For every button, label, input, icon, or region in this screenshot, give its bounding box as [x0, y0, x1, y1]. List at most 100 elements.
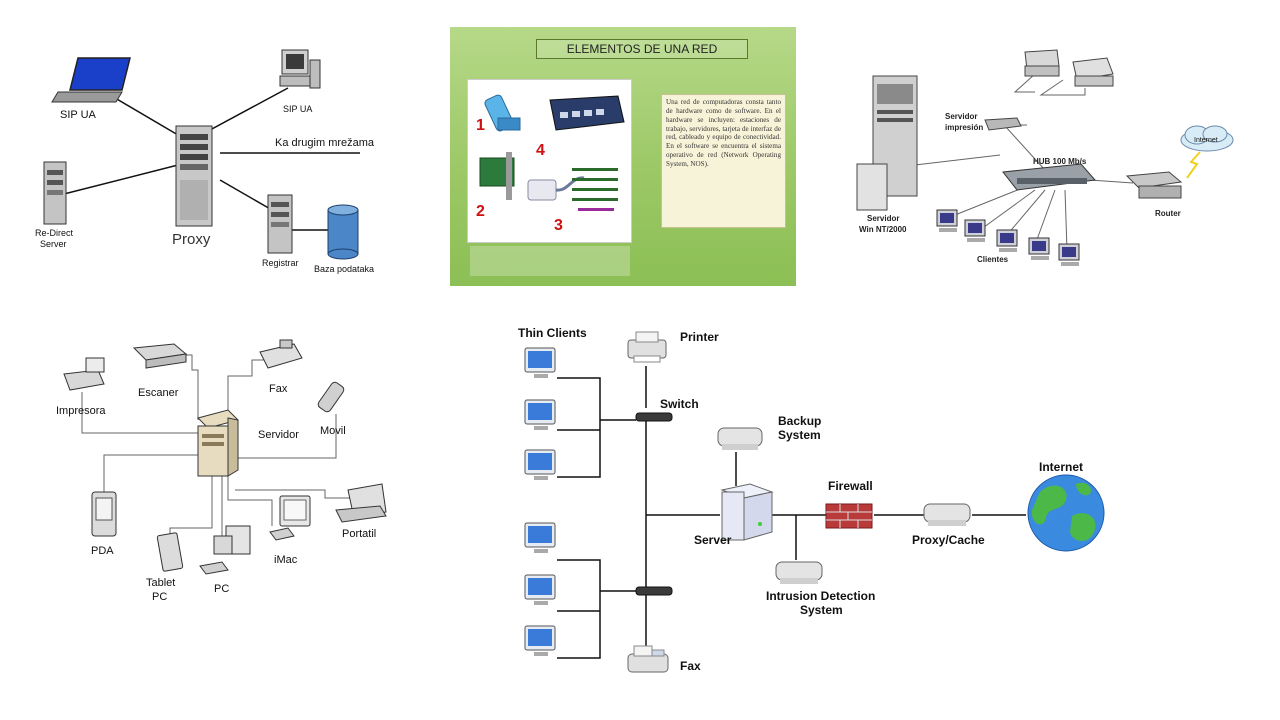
sip-ua-pc-label: SIP UA	[283, 104, 312, 114]
internet-globe-icon	[1027, 474, 1105, 552]
server-label: Servidor	[258, 429, 299, 441]
usb-adapter-icon	[484, 94, 521, 132]
hub-diagram-canvas: Servidor impresión Servidor Win NT/2000 …	[856, 49, 1234, 266]
client-pc-icon	[1058, 243, 1080, 266]
printer-icon-1	[1024, 49, 1060, 77]
mobile-label: Movil	[320, 425, 346, 437]
hub-network-diagram: Servidor impresión Servidor Win NT/2000 …	[845, 40, 1245, 280]
backup-system-icon	[717, 427, 763, 450]
printer-label: Impresora	[56, 405, 106, 417]
proxy-label: Proxy	[172, 231, 211, 248]
router-label: Router	[1155, 209, 1181, 218]
internet-label: Internet	[1194, 137, 1218, 144]
ids-icon	[775, 561, 823, 584]
switch-device-icon	[549, 95, 625, 131]
router-icon	[1125, 171, 1183, 199]
print-server-icon	[984, 117, 1022, 131]
server-tower-icon	[856, 75, 918, 211]
thin-client-monitor-icon	[524, 449, 556, 480]
pda-label: PDA	[91, 545, 114, 557]
star-diagram-canvas: Escaner Fax Impresora Servidor Movil PDA	[56, 339, 387, 603]
pda-icon	[91, 491, 117, 537]
print-server-label: Servidor impresión	[945, 112, 983, 132]
fax-icon	[259, 339, 303, 369]
ids-label: Intrusion Detection System	[766, 589, 879, 617]
printer-icon-2	[1072, 57, 1114, 87]
server-label: Server	[694, 533, 732, 547]
network-hardware-icons: 1 4 2 3	[476, 94, 625, 234]
fax-icon	[627, 645, 669, 673]
proxy-server-icon	[175, 125, 213, 227]
server-icon	[720, 483, 774, 541]
database-icon	[327, 204, 359, 260]
other-networks-label: Ka drugim mrežama	[275, 137, 375, 149]
server-icon	[197, 409, 239, 477]
laptop-label: Portatil	[342, 528, 376, 540]
client-pc-icon	[996, 229, 1018, 252]
fax-label: Fax	[680, 659, 701, 673]
sip-network-diagram: SIP UA SIP UA Ka drugim mrežama Re-Direc…	[30, 40, 380, 285]
sip-diagram-canvas: SIP UA SIP UA Ka drugim mrežama Re-Direc…	[35, 49, 375, 274]
client-pc-icons	[936, 209, 1080, 266]
fax-label: Fax	[269, 383, 288, 395]
printer-icon	[63, 357, 105, 391]
sip-ua-laptop-label: SIP UA	[60, 109, 97, 121]
firewall-icon	[825, 503, 873, 529]
registrar-label: Registrar	[262, 258, 299, 268]
registrar-server-icon	[267, 194, 293, 254]
sip-connection-lines	[59, 87, 360, 231]
switch-label: Switch	[660, 397, 699, 411]
server-label: Servidor Win NT/2000	[859, 214, 907, 234]
slide-number-2: 2	[476, 203, 485, 220]
imac-icon	[269, 495, 311, 541]
imac-label: iMac	[274, 554, 298, 566]
slide-number-3: 3	[554, 217, 563, 234]
database-label: Baza podataka	[314, 264, 374, 274]
internet-label: Internet	[1039, 460, 1083, 474]
pc-icon	[199, 525, 251, 575]
thin-client-monitor-icon	[524, 574, 556, 605]
firewall-label: Firewall	[828, 479, 873, 493]
proxy-cache-icon	[923, 503, 971, 526]
slide-photo-collage: 1 4 2 3	[467, 79, 632, 243]
slide-title: ELEMENTOS DE UNA RED	[536, 39, 748, 59]
sip-ua-pc-icon	[279, 49, 321, 89]
switch-icon	[635, 412, 673, 422]
slide-number-1: 1	[476, 117, 485, 134]
enterprise-diagram-canvas: Thin Clients Printer Switch Backup	[518, 326, 1105, 673]
redirect-server-icon	[43, 161, 67, 225]
client-pc-icon	[936, 209, 958, 232]
switch-icon-2	[635, 586, 673, 596]
network-card-icon	[479, 152, 515, 200]
hub-label: HUB 100 Mb/s	[1033, 157, 1087, 166]
thin-client-monitor-icon	[524, 399, 556, 430]
enterprise-network-diagram: Thin Clients Printer Switch Backup	[510, 320, 1130, 690]
thin-client-monitor-icon	[524, 625, 556, 656]
tablet-pc-icon	[156, 532, 184, 572]
star-connection-lines	[81, 354, 370, 537]
redirect-server-label: Re-Direct Server	[35, 228, 76, 249]
printer-label: Printer	[680, 330, 719, 344]
client-pc-icon	[964, 219, 986, 242]
slide-reflection	[470, 246, 630, 276]
scanner-icon	[132, 343, 188, 369]
star-network-diagram: Escaner Fax Impresora Servidor Movil PDA	[40, 330, 420, 610]
network-elements-slide: ELEMENTOS DE UNA RED 1 4 2	[450, 27, 796, 286]
scanner-label: Escaner	[138, 387, 179, 399]
internet-cloud-icon	[1180, 125, 1234, 152]
enterprise-connection-lines	[557, 366, 1026, 659]
device-caption-lines	[572, 168, 618, 211]
backup-system-label: Backup System	[778, 414, 825, 442]
sip-ua-laptop-icon	[51, 57, 131, 103]
tablet-pc-label: Tablet PC	[146, 577, 178, 603]
slide-number-4: 4	[536, 142, 545, 159]
printer-icon	[627, 331, 667, 363]
clients-label: Clientes	[977, 255, 1009, 264]
proxy-cache-label: Proxy/Cache	[912, 533, 985, 547]
thin-client-monitor-icon	[524, 347, 556, 378]
thin-client-monitor-icon	[524, 522, 556, 553]
mobile-phone-icon	[317, 381, 345, 413]
laptop-icon	[335, 483, 387, 523]
hub-device-icon	[1002, 163, 1096, 191]
thin-client-monitors	[524, 347, 556, 656]
